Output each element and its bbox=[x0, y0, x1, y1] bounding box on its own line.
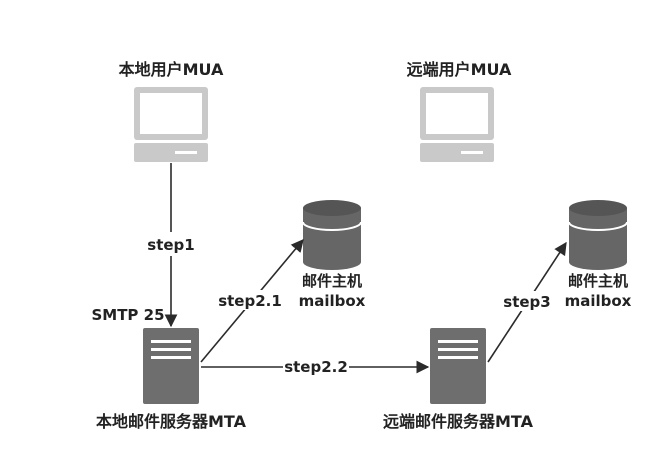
edge-step2-1-label: step2.1 bbox=[218, 292, 282, 310]
edge-step3-label-bg bbox=[500, 291, 554, 311]
edge-step3-label: step3 bbox=[503, 293, 550, 311]
remote-mailbox-database-icon bbox=[568, 200, 628, 270]
local-mailbox-database-icon bbox=[302, 200, 362, 270]
local-server-icon bbox=[143, 328, 199, 404]
local-server-label: 本地邮件服务器MTA bbox=[96, 412, 247, 431]
local-server-port-label: SMTP 25 bbox=[91, 306, 164, 324]
remote-mailbox-label-line1: 邮件主机 bbox=[568, 272, 628, 290]
remote-user-computer-icon bbox=[420, 87, 494, 162]
local-user-computer-icon bbox=[134, 87, 208, 162]
remote-user-label: 远端用户MUA bbox=[407, 60, 512, 79]
edge-step1-label: step1 bbox=[147, 236, 194, 254]
remote-server-icon bbox=[430, 328, 486, 404]
edge-step2-1-label-bg bbox=[217, 290, 283, 310]
remote-mailbox-label-line2: mailbox bbox=[565, 292, 632, 310]
local-mailbox-label-line2: mailbox bbox=[299, 292, 366, 310]
edge-step2-2-label: step2.2 bbox=[284, 358, 348, 376]
local-user-label: 本地用户MUA bbox=[119, 60, 224, 79]
local-mailbox-label-line1: 邮件主机 bbox=[302, 272, 362, 290]
remote-server-label: 远端邮件服务器MTA bbox=[383, 412, 534, 431]
